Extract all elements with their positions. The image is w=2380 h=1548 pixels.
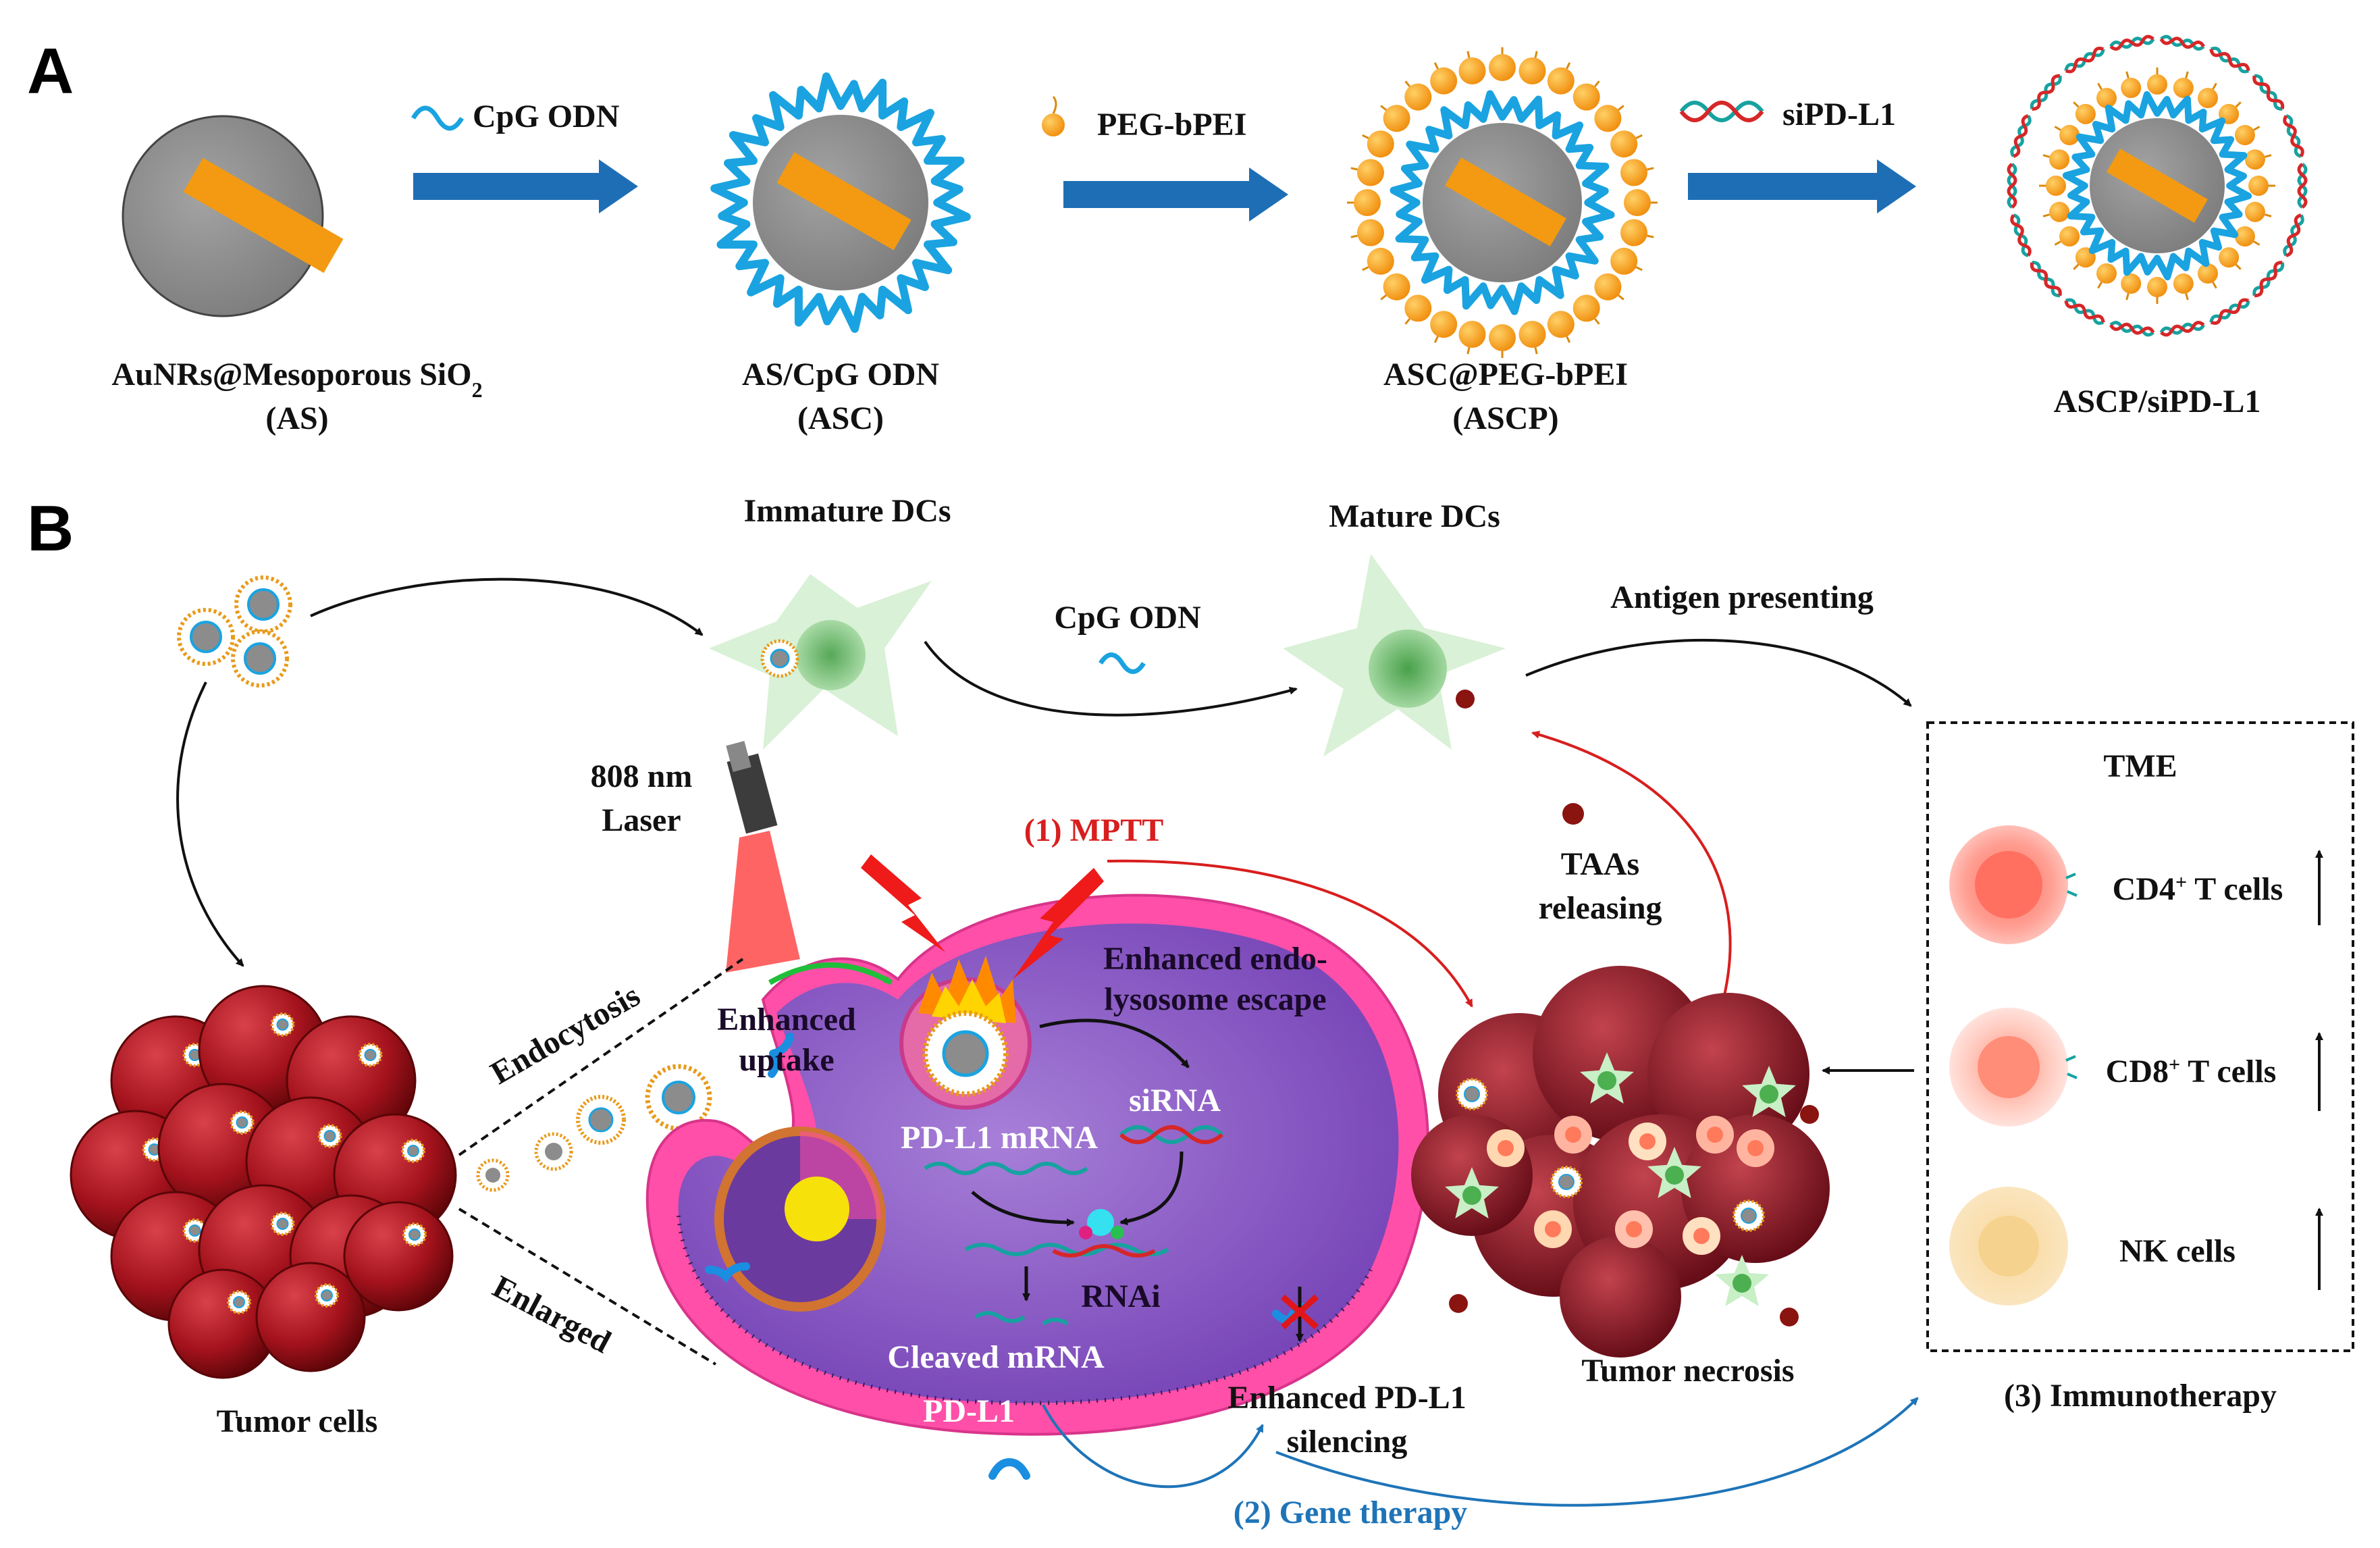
laser-device-icon xyxy=(726,741,800,973)
mature-dc xyxy=(1283,554,1506,756)
arrow-sirna-to-risc xyxy=(1119,1151,1184,1226)
panel-label-a: A xyxy=(27,35,74,107)
tumor-necrosis-mass xyxy=(1411,966,1830,1358)
process-arrow-2 xyxy=(1063,167,1288,222)
step1-abbr: (AS) xyxy=(265,401,328,436)
immunotherapy-label: (3) Immunotherapy xyxy=(2004,1378,2277,1414)
cd8-label: CD8+ T cells xyxy=(2106,1054,2277,1090)
lightning-bolt-left xyxy=(861,854,945,952)
sirna-label: siRNA xyxy=(1129,1083,1221,1118)
arrow-antigen-presenting xyxy=(1525,638,1912,707)
nanoparticle-cluster xyxy=(177,575,292,688)
endosome-nanoparticle xyxy=(899,956,1032,1110)
cpg-strand-icon-b xyxy=(1099,652,1146,674)
arrow-to-tumor-cells xyxy=(176,681,244,967)
asc-nanoparticle xyxy=(710,72,971,333)
sirna-duplex xyxy=(1119,1125,1223,1144)
cd4-label: CD4+ T cells xyxy=(2113,871,2283,908)
enhanced-uptake-line1: Enhanced xyxy=(717,1002,856,1037)
cleaved-mrna-fragments xyxy=(974,1311,1069,1326)
tumor-cells-label: Tumor cells xyxy=(217,1403,378,1439)
tme-label: TME xyxy=(2103,748,2177,784)
receptor-icon-2 xyxy=(705,1262,750,1283)
pdl1-mrna-strand xyxy=(924,1162,1088,1175)
tumor-necrosis-label: Tumor necrosis xyxy=(1581,1353,1794,1389)
cd8-t-cell-icon xyxy=(1949,1008,2078,1127)
escape-arrow xyxy=(1039,1018,1190,1068)
taa-particle-icon xyxy=(1562,803,1584,825)
ascp-nanoparticle xyxy=(1347,47,1658,358)
nk-label: NK cells xyxy=(2119,1233,2236,1269)
arrow-mrna-to-risc xyxy=(971,1191,1075,1227)
step3-name: ASC@PEG-bPEI xyxy=(1383,357,1628,392)
sirna-strand-icon xyxy=(1679,101,1764,122)
receptor-icon-4 xyxy=(988,1457,1030,1480)
gene-therapy-arrow-1 xyxy=(1042,1404,1264,1489)
connector-enlarged xyxy=(458,1208,717,1366)
silencing-line1: Enhanced PD-L1 xyxy=(1227,1380,1466,1416)
laser-line1: 808 nm xyxy=(591,758,693,794)
process-arrow-3 xyxy=(1688,159,1916,213)
endo-escape-line2: lysosome escape xyxy=(1104,981,1326,1017)
endo-escape-line1: Enhanced endo- xyxy=(1103,941,1327,977)
pdl1-block-icon xyxy=(1280,1287,1319,1342)
step2-name: AS/CpG ODN xyxy=(742,357,939,392)
cpg-strand-icon xyxy=(411,105,465,131)
pdl1-mrna-label: PD-L1 mRNA xyxy=(901,1120,1098,1156)
taas-line1: TAAs xyxy=(1561,846,1639,882)
connector-endocytosis xyxy=(458,958,744,1156)
pdl1-label: PD-L1 xyxy=(923,1393,1015,1429)
taas-line2: releasing xyxy=(1538,890,1662,926)
enhanced-uptake-arrow xyxy=(768,962,893,985)
cpg-odn-label: CpG ODN xyxy=(1054,600,1201,636)
rnai-label: RNAi xyxy=(1081,1279,1160,1314)
nucleus xyxy=(714,1127,886,1312)
mature-dcs-label: Mature DCs xyxy=(1329,498,1500,534)
arrow-immature-to-mature xyxy=(924,640,1298,717)
lightning-bolt-right xyxy=(1013,868,1104,979)
mptt-arrow xyxy=(1107,859,1473,1008)
step2-abbr: (ASC) xyxy=(797,401,884,436)
gene-therapy-label: (2) Gene therapy xyxy=(1234,1495,1468,1530)
enlarged-label: Enlarged xyxy=(487,1268,616,1360)
risc-complex xyxy=(1079,1209,1124,1239)
endocytosis-label: Endocytosis xyxy=(485,977,646,1091)
laser-line2: Laser xyxy=(602,802,681,838)
taas-arrow xyxy=(1531,730,1732,1007)
cd4-t-cell-icon xyxy=(1949,825,2078,944)
panel-label-b: B xyxy=(27,492,74,565)
nk-cell-icon xyxy=(1949,1187,2068,1306)
immature-dcs-label: Immature DCs xyxy=(743,493,951,529)
silencing-line2: silencing xyxy=(1287,1424,1408,1460)
reagent2-label: PEG-bPEI xyxy=(1097,107,1246,143)
step4-name: ASCP/siPD-L1 xyxy=(2054,384,2261,419)
step1-name: AuNRs@Mesoporous SiO2 xyxy=(111,357,482,402)
arrow-to-immature-dc xyxy=(310,577,704,636)
as-nanoparticle xyxy=(122,115,344,317)
peg-bpei-bead-icon xyxy=(1042,96,1065,136)
receptor-icon-1 xyxy=(768,1033,794,1078)
ascp-sipdl1-nanoparticle xyxy=(2007,34,2308,337)
risc-mrna-duplex xyxy=(964,1243,1169,1258)
gene-therapy-arrow-2 xyxy=(1275,1397,1919,1507)
immature-dc xyxy=(709,574,932,750)
mptt-label: (1) MPTT xyxy=(1024,812,1164,848)
reagent1-label: CpG ODN xyxy=(473,99,620,134)
tumor-cell-cluster xyxy=(70,985,457,1379)
reagent3-label: siPD-L1 xyxy=(1782,97,1896,132)
enhanced-uptake-line2: uptake xyxy=(739,1042,834,1078)
tme-box xyxy=(1926,721,2354,1352)
cleaved-mrna-label: Cleaved mRNA xyxy=(887,1339,1105,1375)
antigen-presenting-label: Antigen presenting xyxy=(1610,579,1874,615)
step3-abbr: (ASCP) xyxy=(1452,401,1558,436)
process-arrow-1 xyxy=(413,159,638,213)
